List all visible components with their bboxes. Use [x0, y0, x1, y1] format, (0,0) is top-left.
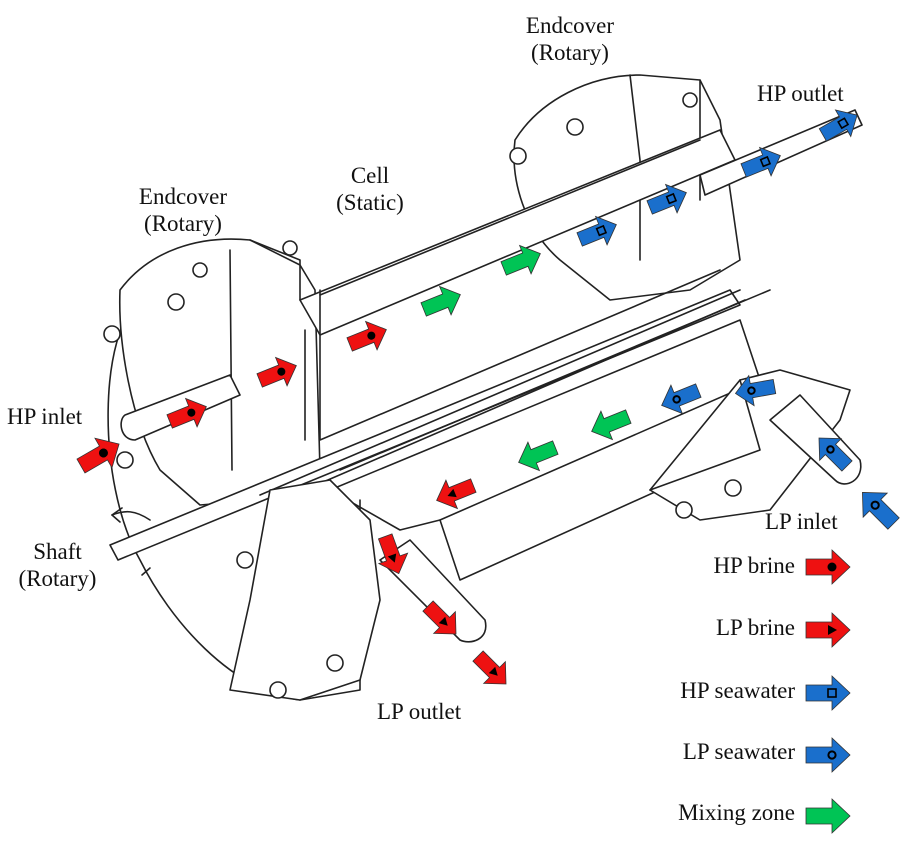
left-endcover-lower	[229, 479, 381, 701]
arrow-body	[518, 440, 559, 472]
flow-arrow-hp-seawater	[576, 215, 617, 247]
label-endcover-left: Endcover (Rotary)	[118, 183, 248, 237]
hollow-square-marker	[759, 155, 772, 168]
legend-label-mixing-zone: Mixing zone	[678, 800, 795, 825]
arrow-body	[862, 492, 900, 530]
bolts	[103, 92, 742, 699]
flow-arrow-hp-brine	[346, 320, 387, 352]
filled-triangle-marker	[828, 625, 837, 635]
arrow-body	[805, 798, 851, 834]
hollow-circle-marker	[827, 750, 837, 760]
flow-arrow-mixing-zone	[518, 440, 559, 472]
rotation-arrow-icon	[111, 510, 151, 521]
flow-arrow-lp-seawater	[862, 492, 900, 530]
hollow-circle-marker	[672, 395, 681, 404]
arrow-body	[818, 437, 853, 472]
filled-triangle-marker	[447, 488, 457, 498]
label-endcover-right-line1: Endcover	[525, 13, 615, 38]
lp-outlet-port	[379, 539, 487, 643]
filled-circle-marker	[98, 448, 108, 458]
arrow-body	[422, 600, 457, 635]
filled-triangle-marker	[438, 616, 448, 626]
label-endcover-left-line2: (Rotary)	[144, 211, 222, 236]
hp-inlet-port	[120, 374, 241, 441]
legend-arrow-hp-seawater	[805, 675, 851, 711]
label-hp-inlet: HP inlet	[7, 404, 83, 429]
arrow-body	[256, 356, 297, 388]
flow-arrow-hp-seawater	[818, 109, 858, 142]
flow-arrow-hp-brine	[76, 437, 120, 474]
hollow-square-marker	[827, 688, 837, 698]
label-cell-line1: Cell	[350, 163, 390, 188]
label-endcover-right: Endcover (Rotary)	[505, 12, 635, 66]
flow-arrow-mixing-zone	[591, 409, 632, 441]
arrow-body	[576, 215, 617, 247]
filled-triangle-marker	[488, 666, 498, 676]
label-endcover-left-line1: Endcover	[138, 184, 228, 209]
label-shaft-line1: Shaft	[33, 539, 82, 564]
filled-circle-marker	[827, 562, 837, 572]
flow-arrow-lp-brine	[472, 650, 507, 685]
hollow-circle-marker	[747, 386, 756, 395]
legend-label-lp-brine: LP brine	[716, 615, 795, 640]
legend-arrow-mixing-zone	[805, 798, 851, 834]
arrow-body	[591, 409, 632, 441]
label-endcover-right-line2: (Rotary)	[531, 40, 609, 65]
flow-arrow-lp-seawater	[734, 374, 777, 407]
legend-label-hp-brine: HP brine	[713, 553, 795, 578]
flow-arrow-hp-seawater	[740, 146, 781, 178]
flow-arrow-lp-seawater	[661, 383, 702, 415]
label-lp-outlet: LP outlet	[377, 699, 462, 724]
arrow-body	[740, 146, 781, 178]
label-cell: Cell (Static)	[325, 162, 415, 216]
flow-arrow-lp-seawater	[818, 437, 853, 472]
arrow-body	[166, 397, 207, 429]
legend-arrow-lp-brine	[805, 612, 851, 648]
arrow-body	[76, 437, 120, 474]
arrow-body	[420, 285, 461, 317]
arrow-body	[500, 244, 541, 276]
label-shaft: Shaft (Rotary)	[0, 538, 115, 592]
label-lp-inlet: LP inlet	[765, 509, 838, 534]
arrow-body	[661, 383, 702, 415]
arrow-body	[346, 320, 387, 352]
flow-arrow-hp-seawater	[646, 183, 687, 215]
hollow-square-marker	[837, 117, 850, 130]
flow-arrow-hp-brine	[166, 397, 207, 429]
arrow-body	[472, 650, 507, 685]
legend-arrow-hp-brine	[805, 549, 851, 585]
arrow-body	[436, 478, 477, 510]
flow-arrow-lp-brine	[377, 533, 409, 575]
legend-label-hp-seawater: HP seawater	[680, 678, 795, 703]
filled-circle-marker	[187, 408, 196, 417]
legend-label-lp-seawater: LP seawater	[682, 739, 795, 764]
label-cell-line2: (Static)	[336, 190, 404, 215]
legend-arrow-lp-seawater	[805, 737, 851, 773]
filled-circle-marker	[367, 331, 376, 340]
hollow-square-marker	[665, 192, 678, 205]
flow-arrow-lp-brine	[422, 600, 457, 635]
cell-lower-duct	[329, 319, 761, 531]
flow-arrow-mixing-zone	[420, 285, 461, 317]
flow-arrow-hp-brine	[256, 356, 297, 388]
flow-arrow-lp-brine	[436, 478, 477, 510]
filled-circle-marker	[277, 367, 286, 376]
hollow-circle-marker	[870, 500, 880, 510]
arrow-body	[646, 183, 687, 215]
arrow-body	[818, 109, 858, 142]
filled-triangle-marker	[387, 553, 397, 563]
hollow-circle-marker	[826, 445, 835, 454]
arrow-body	[377, 533, 409, 575]
hollow-square-marker	[595, 224, 608, 237]
flow-arrow-mixing-zone	[500, 244, 541, 276]
label-shaft-line2: (Rotary)	[18, 566, 97, 591]
label-hp-outlet: HP outlet	[757, 81, 844, 106]
